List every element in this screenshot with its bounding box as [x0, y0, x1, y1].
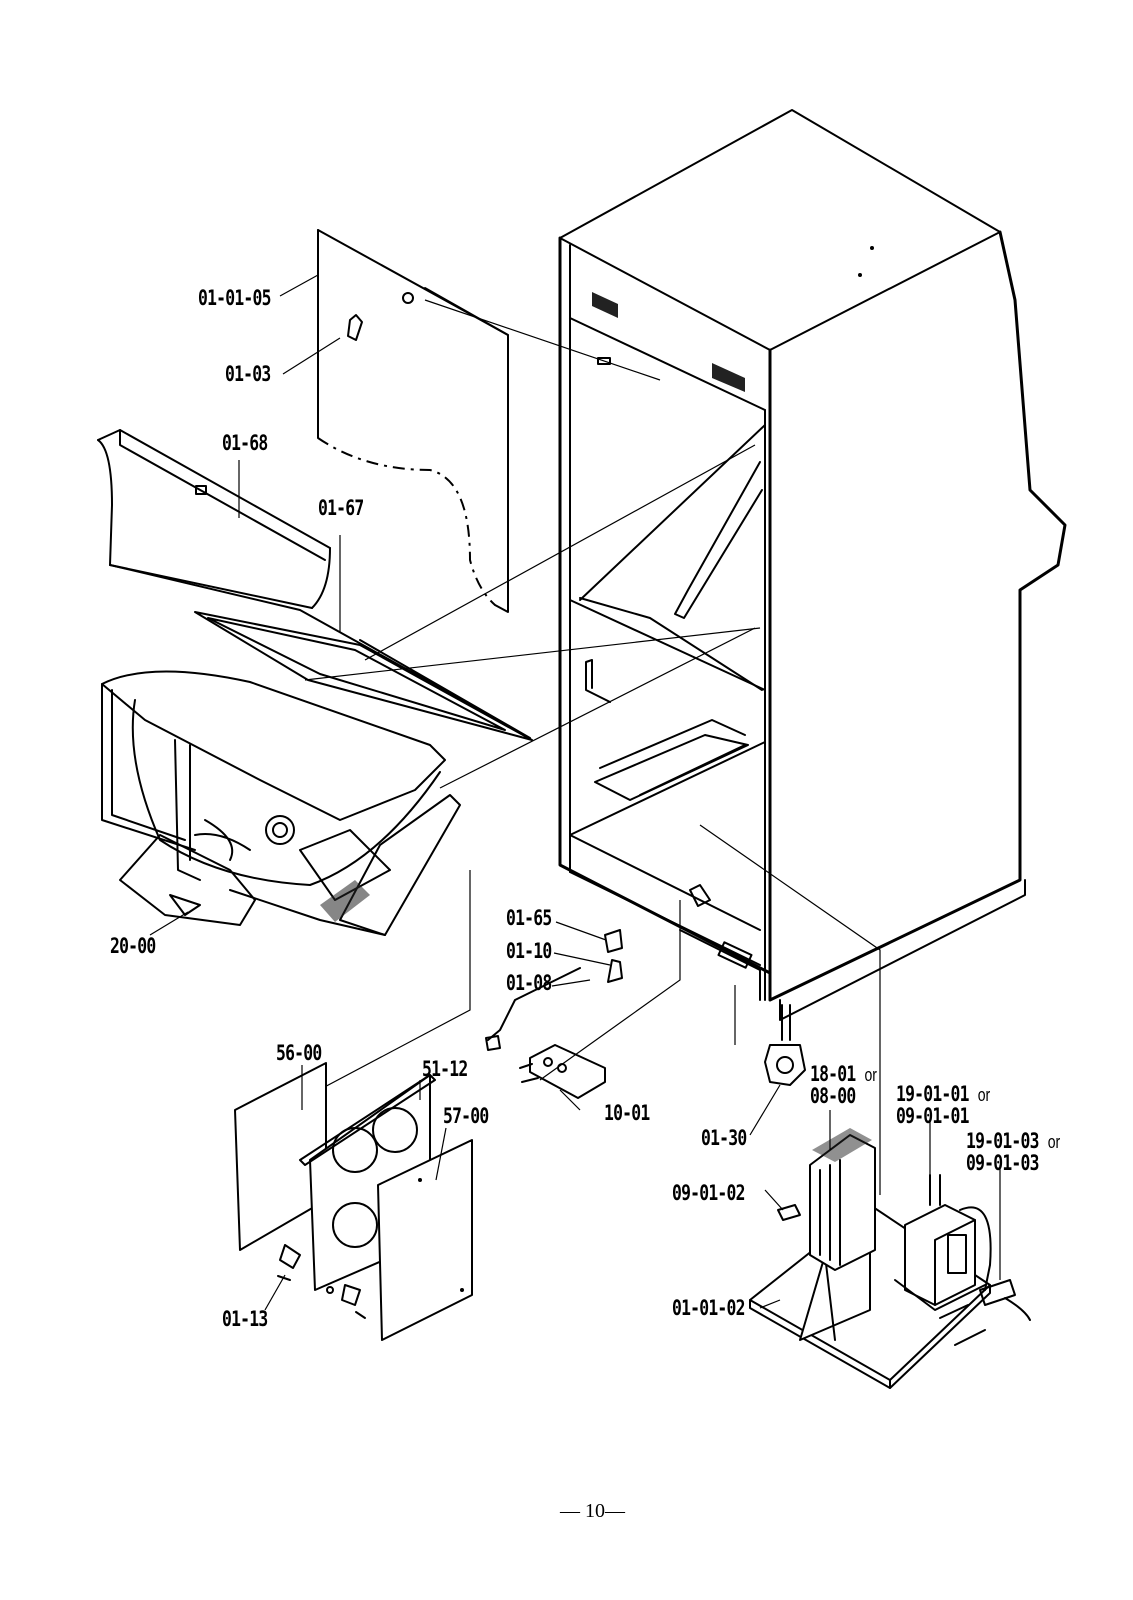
- hinge-and-switch-parts: [485, 884, 711, 1051]
- pcb-assembly: [234, 1062, 473, 1341]
- label-01-03: 01-03: [225, 362, 271, 386]
- power-section: [749, 1128, 1031, 1389]
- label-01-13: 01-13: [222, 1307, 268, 1331]
- volume-panel-part: [519, 1044, 606, 1099]
- connector-or: or: [864, 1065, 877, 1085]
- label-10-01: 10-01: [604, 1101, 650, 1125]
- page-number: — 10—: [560, 1500, 625, 1522]
- label-19-01-03-or: 19-01-03 or: [966, 1130, 1060, 1153]
- leveler-part: [764, 1004, 806, 1086]
- assembly-guide-lines: [299, 299, 881, 1195]
- label-09-01-02: 09-01-02: [672, 1181, 745, 1205]
- cabinet-body: [558, 109, 1067, 1021]
- label-09-01-01: 09-01-01: [896, 1104, 969, 1128]
- glass-bezel-part: [194, 611, 533, 741]
- label-01-67: 01-67: [318, 496, 364, 520]
- label-01-01-05: 01-01-05: [198, 286, 271, 310]
- label-01-10: 01-10: [506, 939, 552, 963]
- label-18-01: 18-01: [810, 1062, 856, 1086]
- label-20-00: 20-00: [110, 934, 156, 958]
- label-01-08: 01-08: [506, 971, 552, 995]
- label-51-12: 51-12: [422, 1057, 468, 1081]
- label-01-01-02: 01-01-02: [672, 1296, 745, 1320]
- label-09-01-03: 09-01-03: [966, 1151, 1039, 1175]
- leader-lines: [149, 274, 1001, 1311]
- control-cover-part: [97, 429, 531, 739]
- label-19-01-03: 19-01-03: [966, 1129, 1039, 1153]
- label-01-68: 01-68: [222, 431, 268, 455]
- label-08-00: 08-00: [810, 1084, 856, 1108]
- label-19-01-01-or: 19-01-01 or: [896, 1083, 990, 1106]
- label-01-30: 01-30: [701, 1126, 747, 1150]
- side-panel-part: [317, 229, 509, 613]
- connector-or: or: [977, 1085, 991, 1105]
- label-01-65: 01-65: [506, 906, 552, 930]
- connector-or: or: [1047, 1132, 1061, 1152]
- label-18-01-or: 18-01 or: [810, 1063, 877, 1086]
- monitor-part: [101, 670, 461, 936]
- label-57-00: 57-00: [443, 1104, 489, 1128]
- label-19-01-01: 19-01-01: [896, 1082, 969, 1106]
- label-56-00: 56-00: [276, 1041, 322, 1065]
